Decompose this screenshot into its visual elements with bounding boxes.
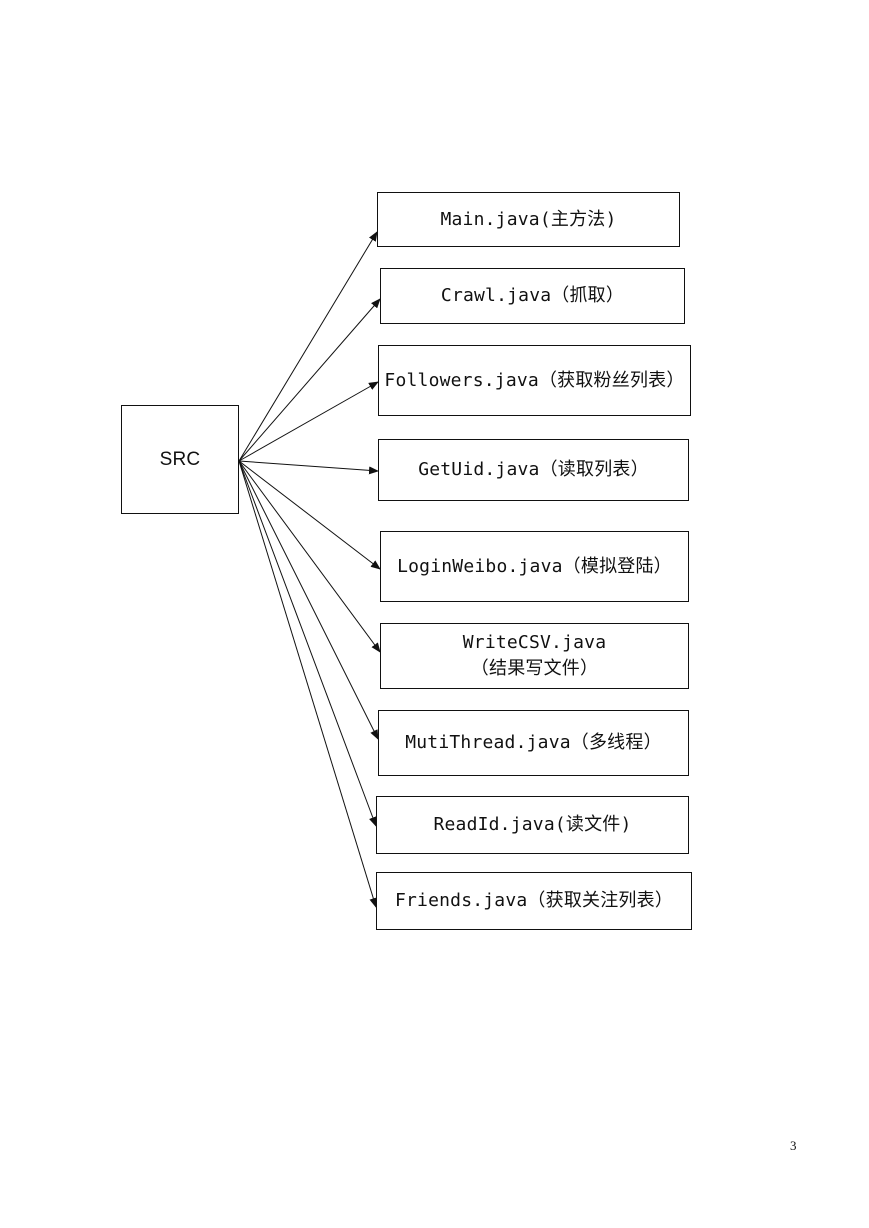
arrow-src-to-file-7 bbox=[238, 460, 379, 740]
file-node-label: ReadId.java(读文件) bbox=[433, 814, 632, 835]
arrow-src-to-file-2 bbox=[238, 298, 381, 462]
arrow-src-to-file-5 bbox=[238, 460, 381, 570]
root-node-src: SRC bbox=[121, 405, 239, 514]
file-node-label: Main.java(主方法) bbox=[440, 208, 617, 230]
file-node-friends: Friends.java（获取关注列表） bbox=[376, 872, 692, 930]
file-node-mutithread: MutiThread.java（多线程） bbox=[378, 710, 689, 776]
file-node-followers: Followers.java（获取粉丝列表） bbox=[378, 345, 691, 416]
arrow-src-to-file-1 bbox=[238, 231, 378, 462]
file-node-crawl: Crawl.java（抓取） bbox=[380, 268, 685, 324]
arrow-src-to-file-9 bbox=[238, 460, 378, 908]
file-node-label: GetUid.java（读取列表） bbox=[418, 459, 649, 480]
file-node-loginweibo: LoginWeibo.java（模拟登陆） bbox=[380, 531, 689, 602]
file-node-writecsv: WriteCSV.java （结果写文件） bbox=[380, 623, 689, 689]
file-node-label: Crawl.java（抓取） bbox=[440, 285, 625, 306]
arrow-src-to-file-4 bbox=[238, 460, 379, 475]
file-node-getuid: GetUid.java（读取列表） bbox=[378, 439, 689, 501]
file-node-name: WriteCSV.java bbox=[462, 632, 607, 653]
page-number: 3 bbox=[790, 1138, 797, 1153]
file-node-label: MutiThread.java（多线程） bbox=[405, 732, 662, 753]
file-node-readid: ReadId.java(读文件) bbox=[376, 796, 689, 854]
file-node-label: LoginWeibo.java（模拟登陆） bbox=[397, 555, 672, 577]
arrow-src-to-file-8 bbox=[238, 460, 377, 827]
root-node-label: SRC bbox=[159, 448, 201, 470]
file-node-label: Followers.java（获取粉丝列表） bbox=[384, 369, 685, 391]
arrow-src-to-file-6 bbox=[238, 460, 381, 653]
file-node-desc: （结果写文件） bbox=[470, 658, 599, 679]
file-node-main: Main.java(主方法) bbox=[377, 192, 680, 247]
arrow-src-to-file-3 bbox=[238, 381, 379, 462]
file-node-label: Friends.java（获取关注列表） bbox=[394, 890, 674, 911]
